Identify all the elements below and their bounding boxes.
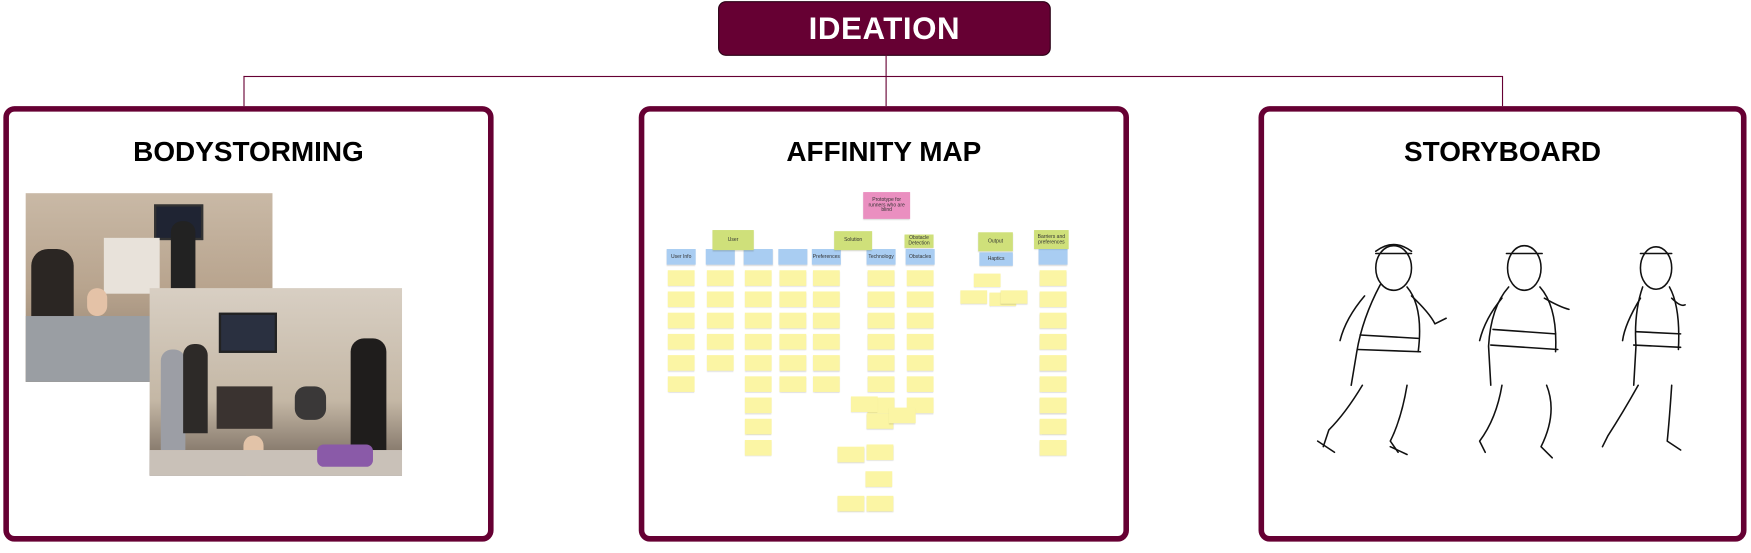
subgroup-note: Preferences — [811, 249, 841, 265]
storyboard-sketch — [1316, 243, 1686, 459]
subgroup-note — [778, 249, 808, 265]
sticky-note — [779, 291, 807, 308]
connector-line — [243, 75, 1502, 78]
subgroup-note — [1038, 249, 1068, 265]
subgroup-note: Obstacles — [905, 249, 935, 265]
sticky-note — [865, 471, 893, 487]
sticky-note — [744, 355, 772, 371]
sticky-note — [744, 397, 772, 414]
runner-figure-3 — [1601, 246, 1686, 451]
subgroup-note: Technology — [866, 249, 896, 265]
sticky-note — [706, 270, 734, 286]
sticky-note — [667, 291, 695, 308]
sticky-note — [867, 291, 895, 308]
connector-line — [885, 54, 887, 107]
sticky-note — [1039, 270, 1067, 286]
sticky-note — [667, 355, 695, 371]
sticky-note — [744, 291, 772, 308]
connector-line — [1501, 75, 1504, 107]
group-note: Barriers and preferences — [1034, 230, 1069, 250]
sticky-note — [867, 355, 895, 371]
sticky-note — [1039, 333, 1067, 350]
sticky-note — [837, 495, 865, 512]
subgroup-note: Haptics — [979, 252, 1013, 266]
sticky-note — [744, 333, 772, 350]
sticky-note — [706, 312, 734, 329]
sticky-note — [812, 355, 840, 371]
sticky-note — [906, 376, 934, 392]
sticky-note — [779, 376, 807, 392]
sticky-note — [906, 355, 934, 371]
sticky-note — [866, 495, 894, 512]
center-note: Prototype for runners who are blind — [863, 192, 911, 219]
sticky-note — [812, 291, 840, 308]
subgroup-note — [705, 249, 735, 265]
subgroup-note: User Info — [666, 249, 696, 265]
panel-title: STORYBOARD — [1404, 136, 1602, 168]
group-note: User — [712, 230, 754, 251]
sticky-note — [779, 312, 807, 329]
sticky-note — [837, 446, 865, 463]
sticky-note — [744, 270, 772, 286]
sticky-note — [866, 444, 894, 461]
sticky-note — [1039, 312, 1067, 329]
sticky-note — [744, 418, 772, 435]
sticky-note — [867, 376, 895, 392]
sticky-note — [973, 273, 1001, 287]
group-note: Obstacle Detection — [904, 234, 934, 248]
sticky-note — [667, 376, 695, 392]
sticky-note — [706, 355, 734, 371]
panel-title: AFFINITY MAP — [786, 136, 982, 168]
sticky-note — [667, 333, 695, 350]
sticky-note — [888, 407, 916, 424]
sticky-note — [906, 270, 934, 286]
sticky-note — [744, 312, 772, 329]
sticky-note — [867, 333, 895, 350]
sticky-note — [906, 333, 934, 350]
sticky-note — [866, 413, 894, 429]
sticky-note — [744, 376, 772, 392]
bodystorming-photo-2 — [149, 288, 403, 476]
sticky-note — [906, 312, 934, 329]
sticky-note — [812, 333, 840, 350]
panel-title: BODYSTORMING — [133, 136, 364, 168]
sticky-note — [1039, 291, 1067, 308]
sticky-note — [779, 270, 807, 286]
sticky-note — [1039, 355, 1067, 371]
sticky-note — [744, 439, 772, 456]
sticky-note — [867, 312, 895, 329]
sticky-note — [1039, 439, 1067, 456]
sticky-note — [1039, 376, 1067, 392]
sticky-note — [667, 270, 695, 286]
sticky-note — [812, 312, 840, 329]
sticky-note — [867, 270, 895, 286]
sticky-note — [706, 291, 734, 308]
storyboard-panel: STORYBOARD — [1258, 106, 1747, 542]
group-note: Output — [978, 232, 1013, 252]
sticky-note — [1039, 397, 1067, 414]
sticky-note — [960, 290, 988, 304]
ideation-node: IDEATION — [718, 1, 1051, 56]
sticky-note — [812, 376, 840, 392]
sticky-note — [812, 270, 840, 286]
runner-figure-2 — [1478, 244, 1570, 459]
sticky-note — [779, 333, 807, 350]
sticky-note — [667, 312, 695, 329]
runner-figure-1 — [1316, 243, 1447, 456]
group-note: Solution — [834, 231, 873, 251]
sticky-note — [779, 355, 807, 371]
sticky-note — [706, 333, 734, 350]
sticky-note — [1000, 290, 1028, 304]
sticky-note — [850, 396, 878, 413]
sticky-note — [906, 291, 934, 308]
connector-line — [243, 75, 245, 107]
sticky-note — [1039, 418, 1067, 435]
subgroup-note — [743, 249, 773, 265]
